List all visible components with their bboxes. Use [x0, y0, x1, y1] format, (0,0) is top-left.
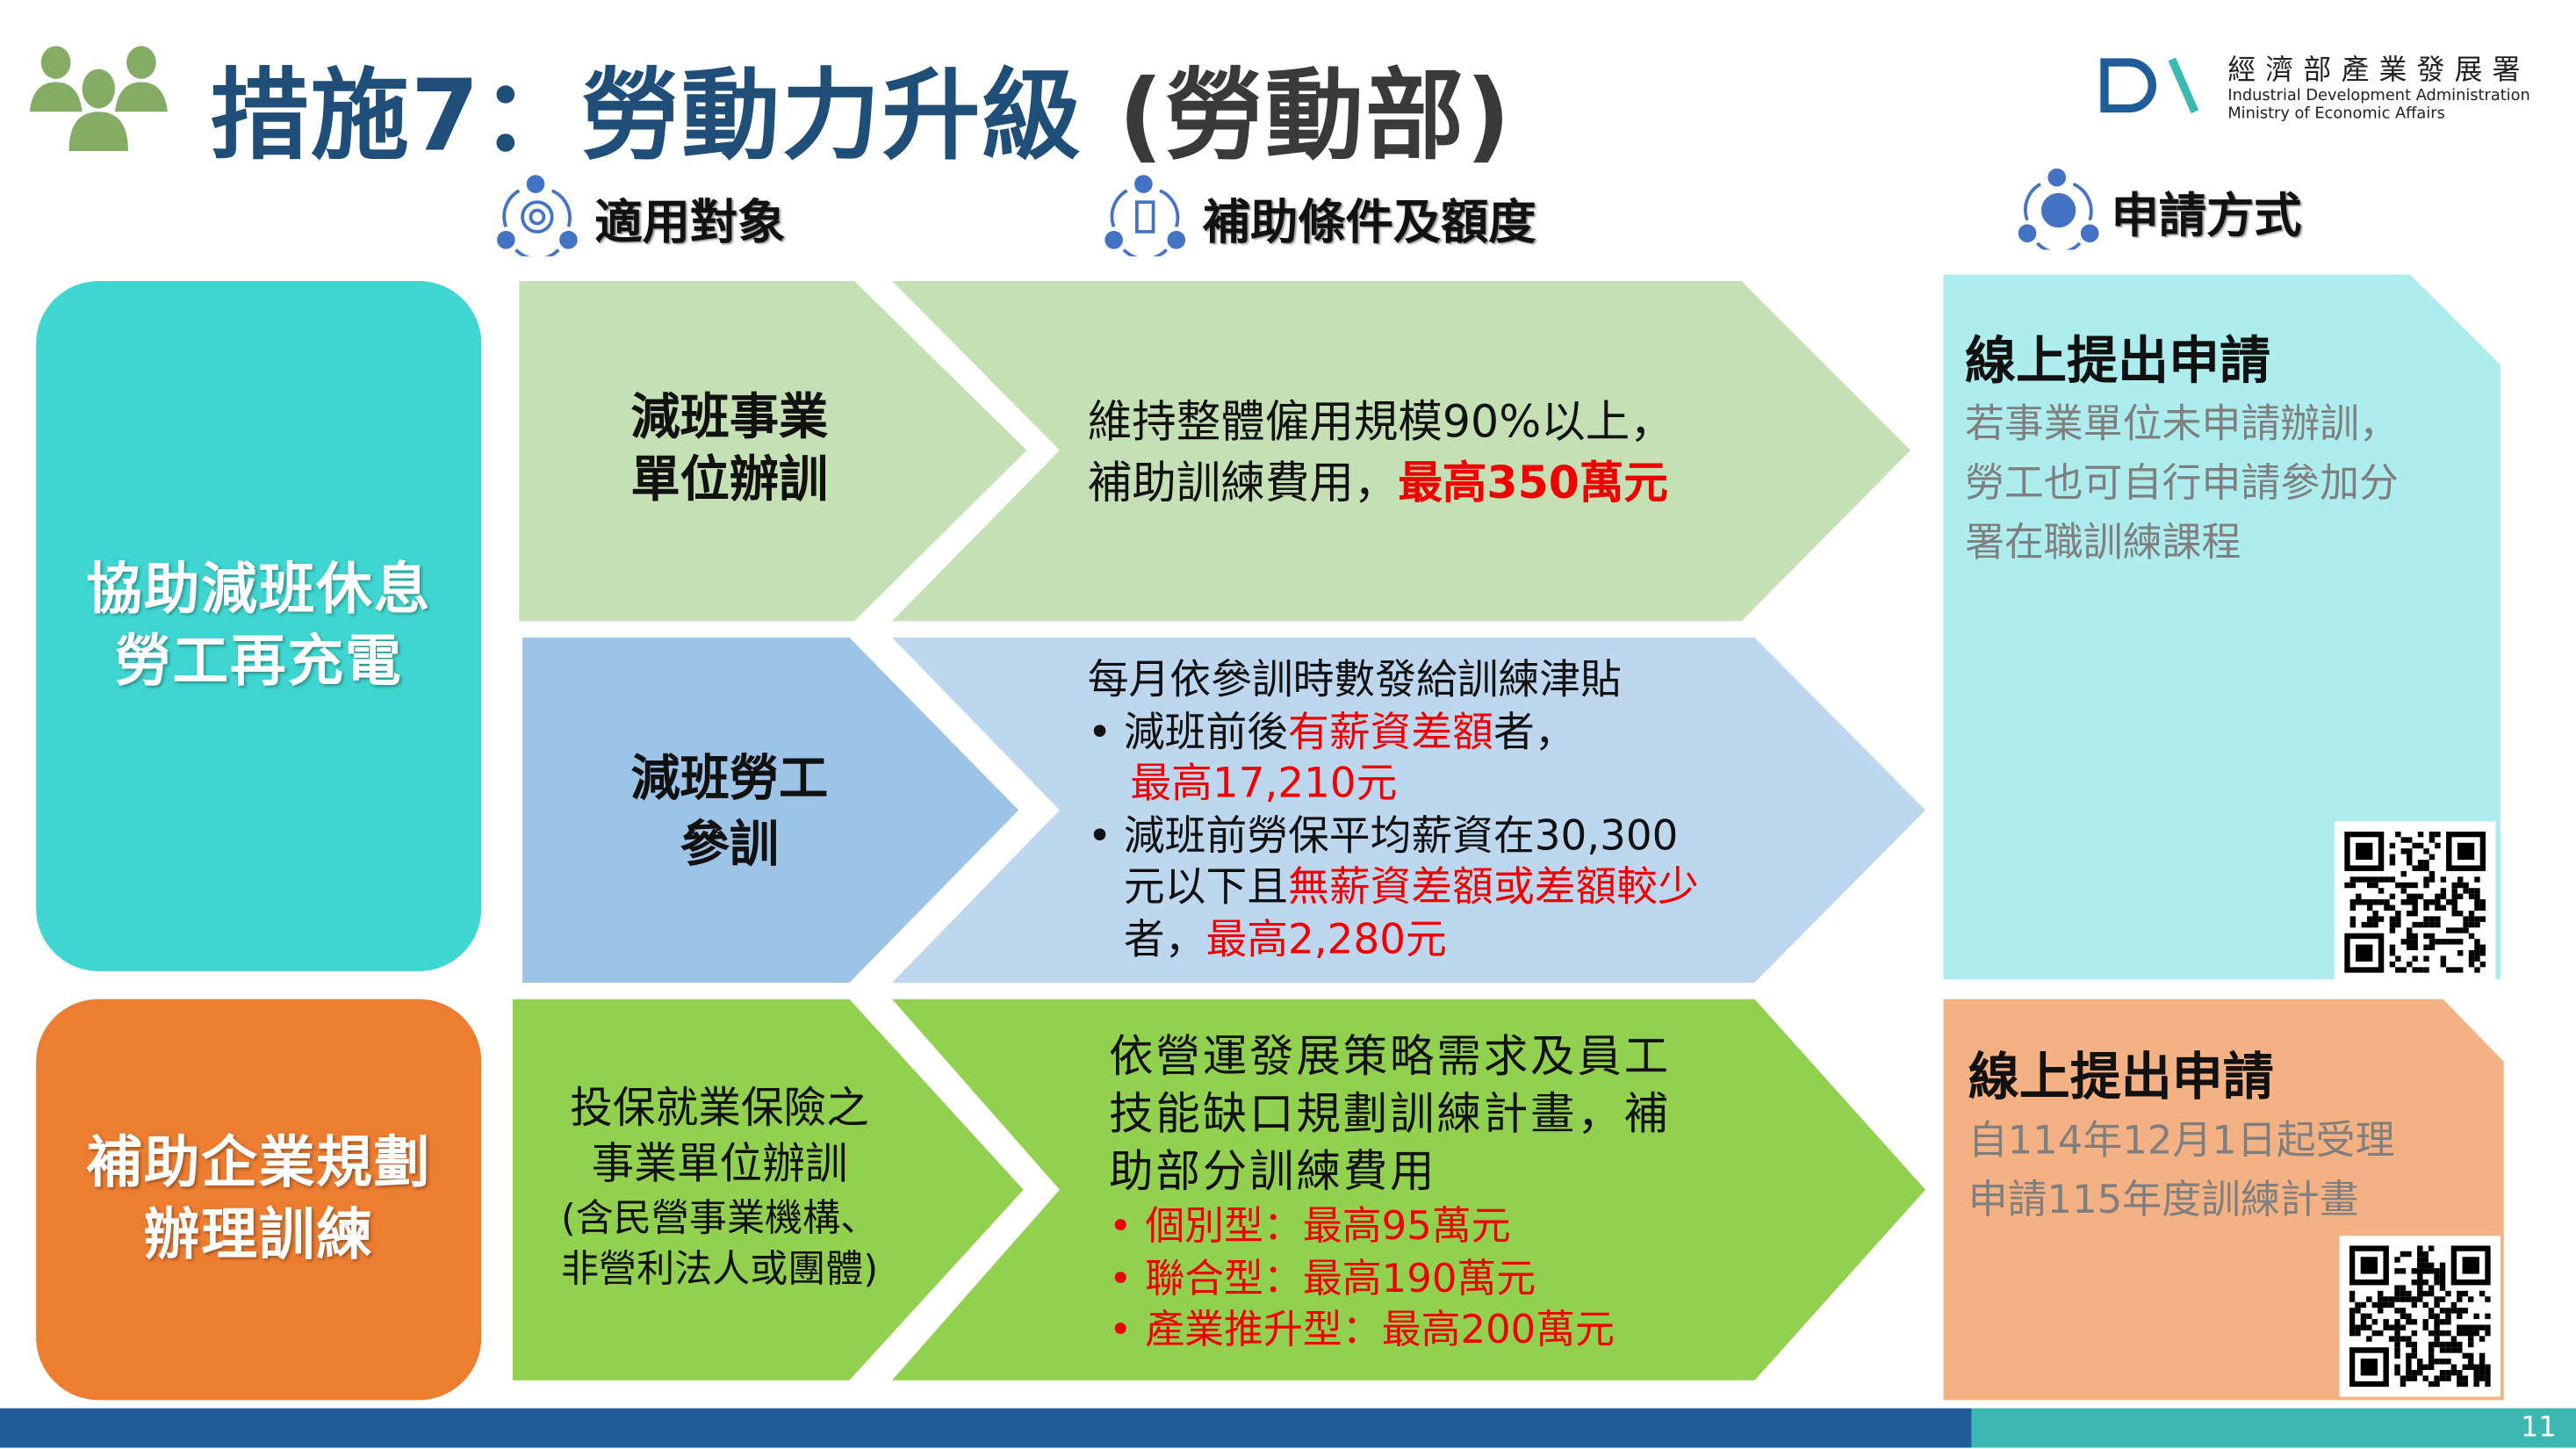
apply-line: 若事業單位未申請辦訓，	[1964, 400, 2399, 447]
bullet-dot: •	[1087, 707, 1112, 755]
bullet-text: 減班前後	[1123, 707, 1289, 755]
max-amount: 產業推升型：最高200萬元	[1145, 1306, 1615, 1352]
column-header-target: 適用對象	[594, 193, 786, 250]
title-text: 措施7：勞動力升級	[210, 59, 1083, 175]
bullet-highlight: 有薪資差額	[1288, 707, 1493, 755]
footer-bar-teal	[1971, 1408, 2576, 1448]
footer-bar-blue	[0, 1408, 1972, 1448]
bullet-item: • 聯合型：最高190萬元	[1109, 1253, 1671, 1305]
row3-target-chevron	[512, 998, 1024, 1381]
bullet-highlight: 無薪資差額或差額較少	[1288, 862, 1699, 911]
bullet-dot: •	[1109, 1202, 1133, 1250]
target-line: 參訓	[680, 816, 779, 875]
condition-text: 補助訓練費用，	[1087, 458, 1399, 510]
category-reduced-hours: 協助減班休息勞工再充電	[36, 280, 482, 971]
apply-title[interactable]: 線上提出申請	[1968, 1048, 2274, 1108]
row2-condition-chevron	[892, 638, 1926, 983]
bullet-dot: •	[1109, 1306, 1133, 1352]
row3-target: 投保就業保險之 事業單位辦訓 (含民營事業機構、 非營利法人或團體)	[522, 1081, 917, 1294]
apply-line: 勞工也可自行申請參加分	[1964, 459, 2399, 507]
bullet-text: 元以下且	[1123, 862, 1289, 911]
column-header-apply: 申請方式	[2111, 187, 2302, 243]
qr-code-1[interactable]	[2334, 821, 2496, 983]
row1-conditions: 維持整體僱用規模90%以上， 補助訓練費用，最高350萬元	[1088, 393, 1674, 514]
target-line: 事業單位辦訓	[591, 1140, 848, 1190]
target-line: 非營利法人或團體)	[561, 1249, 879, 1292]
apply-online-1: 線上提出申請 若事業單位未申請辦訓， 勞工也可自行申請參加分 署在職訓練課程	[1965, 328, 2399, 572]
row1-target: 減班事業 單位辦訓	[542, 388, 917, 513]
max-amount: 聯合型：最高190萬元	[1145, 1254, 1536, 1301]
logo-en-1: Industrial Development Administration	[2227, 87, 2530, 105]
row2-target-chevron	[522, 638, 1019, 983]
logo-en-2: Ministry of Economic Affairs	[2227, 105, 2445, 124]
ida-logo: 經濟部產業發展署 Industrial Development Administ…	[2099, 46, 2530, 124]
qr-code-2[interactable]	[2339, 1236, 2500, 1397]
bullet-dot: •	[1109, 1254, 1133, 1301]
max-amount: 個別型：最高95萬元	[1145, 1202, 1511, 1250]
bullet-item: • 減班前後有薪資差額者， 最高17,210元	[1088, 706, 1699, 810]
target-icon	[497, 175, 578, 256]
phone-icon	[1105, 175, 1186, 256]
category-line: 補助企業規劃	[86, 1130, 432, 1197]
bullet-item: • 減班前勞保平均薪資在30,300 元以下且無薪資差額或差額較少 者，最高2,…	[1088, 810, 1699, 965]
row2-conditions: 每月依參訓時數發給訓練津貼 • 減班前後有薪資差額者， 最高17,210元 • …	[1088, 654, 1699, 965]
page-title: 措施7：勞動力升級 (勞動部)	[211, 36, 1513, 179]
category-line: 勞工再充電	[114, 629, 403, 696]
bullet-item: • 產業推升型：最高200萬元	[1109, 1305, 1671, 1357]
target-line: 減班勞工	[630, 751, 829, 809]
apply-online-2: 線上提出申請 自114年12月1日起受理 申請115年度訓練計畫	[1968, 1045, 2395, 1229]
max-amount: 最高17,210元	[1130, 759, 1398, 807]
row2-target: 減班勞工 參訓	[542, 747, 917, 879]
people-group-icon	[29, 46, 168, 152]
row1-target-chevron	[519, 280, 1027, 622]
max-amount: 最高350萬元	[1398, 458, 1668, 510]
condition-line: 補助訓練費用，最高350萬元	[1088, 453, 1674, 514]
target-line: 投保就業保險之	[570, 1084, 869, 1135]
max-amount: 最高2,280元	[1205, 914, 1447, 962]
condition-line: 技能缺口規劃訓練計畫，補	[1109, 1089, 1672, 1141]
bullet-text: 減班前勞保平均薪資在30,300	[1123, 811, 1679, 859]
apply-line: 署在職訓練課程	[1964, 519, 2241, 566]
logo-zh: 經濟部產業發展署	[2227, 54, 2530, 88]
globe-icon	[2018, 168, 2099, 250]
condition-heading: 每月依參訓時數發給訓練津貼	[1087, 655, 1622, 703]
apply-line: 申請115年度訓練計畫	[1968, 1176, 2359, 1223]
qr-code-icon	[2344, 831, 2486, 973]
bullet-dot: •	[1087, 811, 1112, 859]
page-number: 11	[2521, 1411, 2557, 1445]
bullet-text: 者，	[1493, 707, 1576, 755]
apply-panel-teal	[1943, 274, 2500, 980]
row3-conditions: 依營運發展策略需求及員工 技能缺口規劃訓練計畫，補 助部分訓練費用 •個別型：最…	[1109, 1028, 1671, 1356]
target-line: (含民營事業機構、	[561, 1198, 879, 1241]
apply-line: 自114年12月1日起受理	[1968, 1117, 2395, 1164]
category-line: 辦理訓練	[143, 1202, 374, 1269]
condition-line: 維持整體僱用規模90%以上，	[1087, 397, 1674, 449]
ida-logo-mark	[2100, 56, 2199, 113]
title-dept: (勞動部)	[1082, 59, 1513, 175]
bullet-item: •個別型：最高95萬元	[1109, 1201, 1671, 1253]
column-header-conditions: 補助條件及額度	[1202, 193, 1536, 250]
category-line: 協助減班休息	[86, 557, 432, 624]
row1-condition-chevron	[892, 280, 1911, 622]
category-enterprise-training: 補助企業規劃辦理訓練	[36, 998, 482, 1401]
target-line: 單位辦訓	[630, 451, 829, 510]
condition-line: 依營運發展策略需求及員工	[1109, 1032, 1672, 1084]
row3-condition-chevron	[892, 998, 1926, 1381]
condition-line: 助部分訓練費用	[1109, 1147, 1437, 1199]
qr-code-icon	[2349, 1245, 2491, 1388]
target-line: 減班事業	[630, 389, 829, 447]
apply-title[interactable]: 線上提出申請	[1964, 331, 2270, 392]
bullet-text: 者，	[1123, 914, 1206, 962]
